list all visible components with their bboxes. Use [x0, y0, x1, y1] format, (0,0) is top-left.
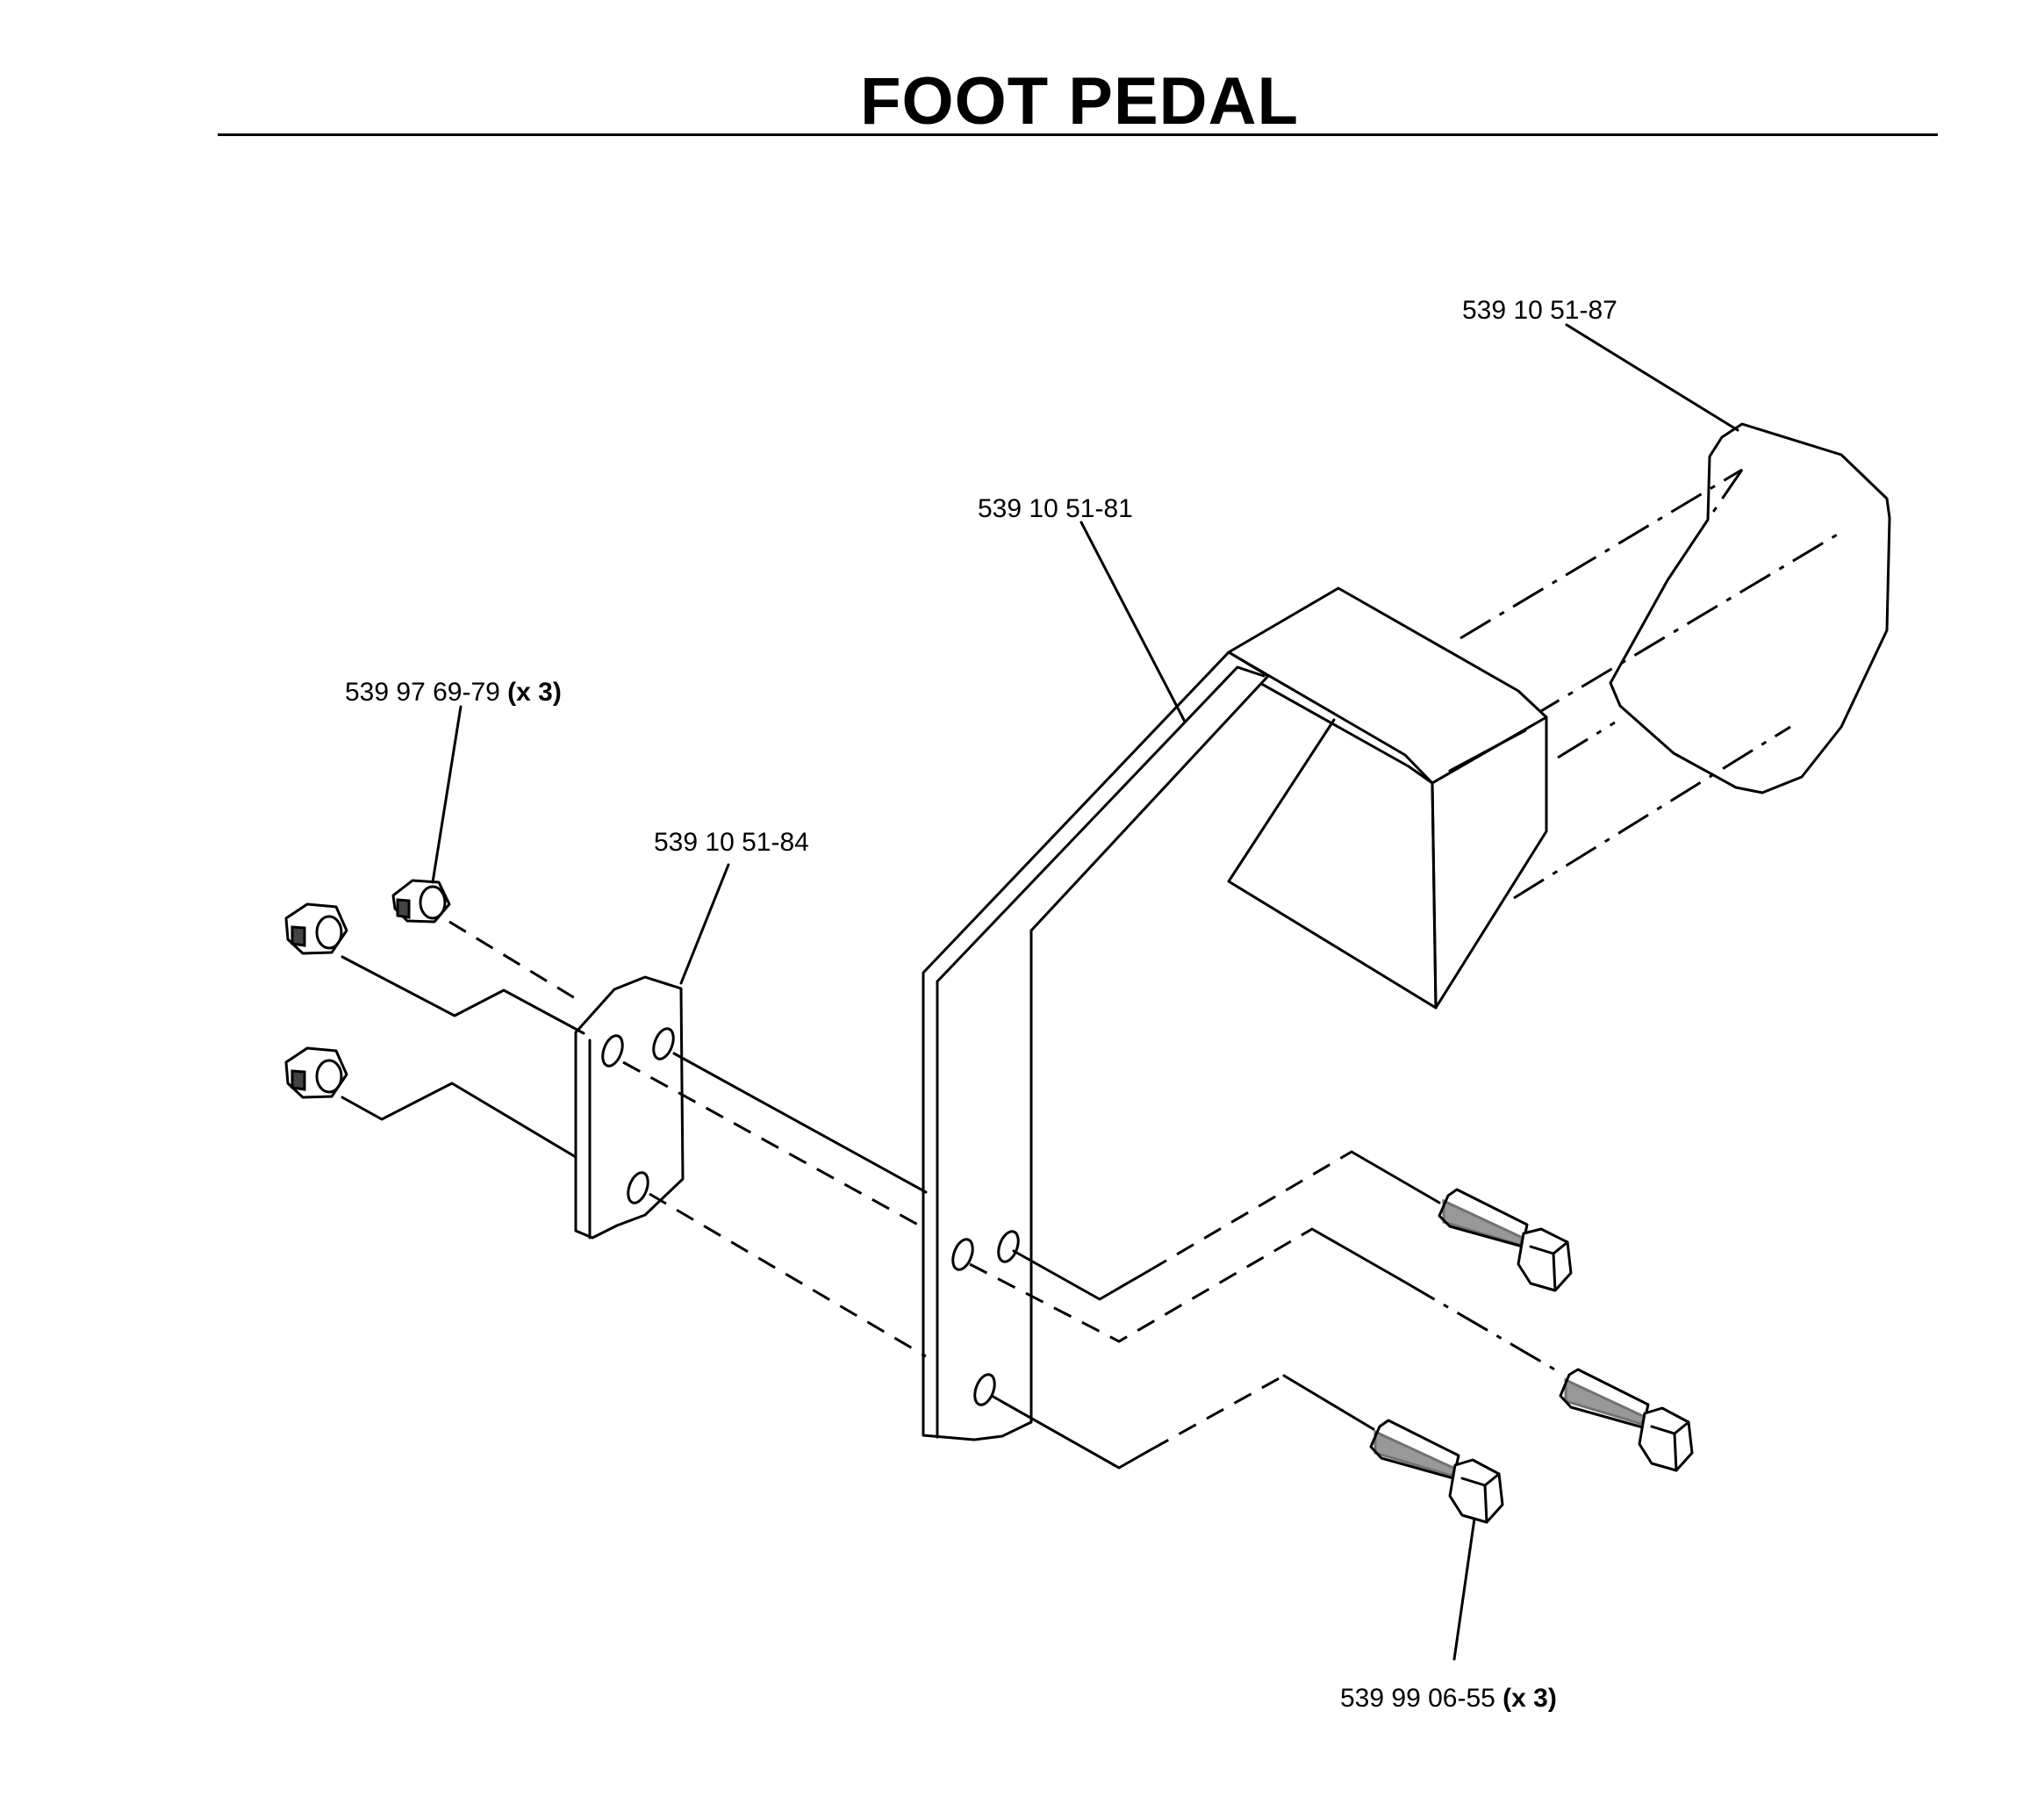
callout-nut: 539 97 69-79 (x 3) [345, 677, 562, 708]
callout-bolt-qty: (x 3) [1503, 1684, 1557, 1713]
hex-bolt-bottom [1369, 1419, 1504, 1524]
foot-pad-part [1609, 422, 1891, 794]
lock-nut-bottom [284, 1046, 348, 1099]
callout-plate-number: 539 10 51-84 [654, 828, 809, 857]
callout-nut-qty: (x 3) [507, 678, 562, 707]
callout-bolt-number: 539 99 06-55 [1340, 1684, 1495, 1713]
hex-bolt-top [1438, 1188, 1573, 1292]
callout-pedal-arm-number: 539 10 51-81 [978, 494, 1133, 523]
page-title: FOOT PEDAL [860, 64, 1299, 139]
title-underline [218, 133, 1938, 136]
bolt-assembly-lines [969, 1150, 1563, 1470]
callout-pad-number: 539 10 51-87 [1462, 296, 1617, 325]
callout-nut-number: 539 97 69-79 [345, 678, 500, 707]
nut-assembly-lines [341, 920, 928, 1358]
callout-pedal-arm: 539 10 51-81 [978, 493, 1133, 525]
pedal-arm-part [922, 586, 1548, 1441]
callout-plate: 539 10 51-84 [654, 827, 809, 859]
callout-pad: 539 10 51-87 [1462, 295, 1617, 327]
callout-leaders [431, 323, 1739, 1661]
lock-nut-top [391, 879, 451, 924]
callout-bolt: 539 99 06-55 (x 3) [1340, 1683, 1557, 1714]
hex-bolt-middle [1559, 1368, 1694, 1472]
backing-plate-part [574, 975, 685, 1240]
lock-nut-middle [284, 902, 348, 955]
